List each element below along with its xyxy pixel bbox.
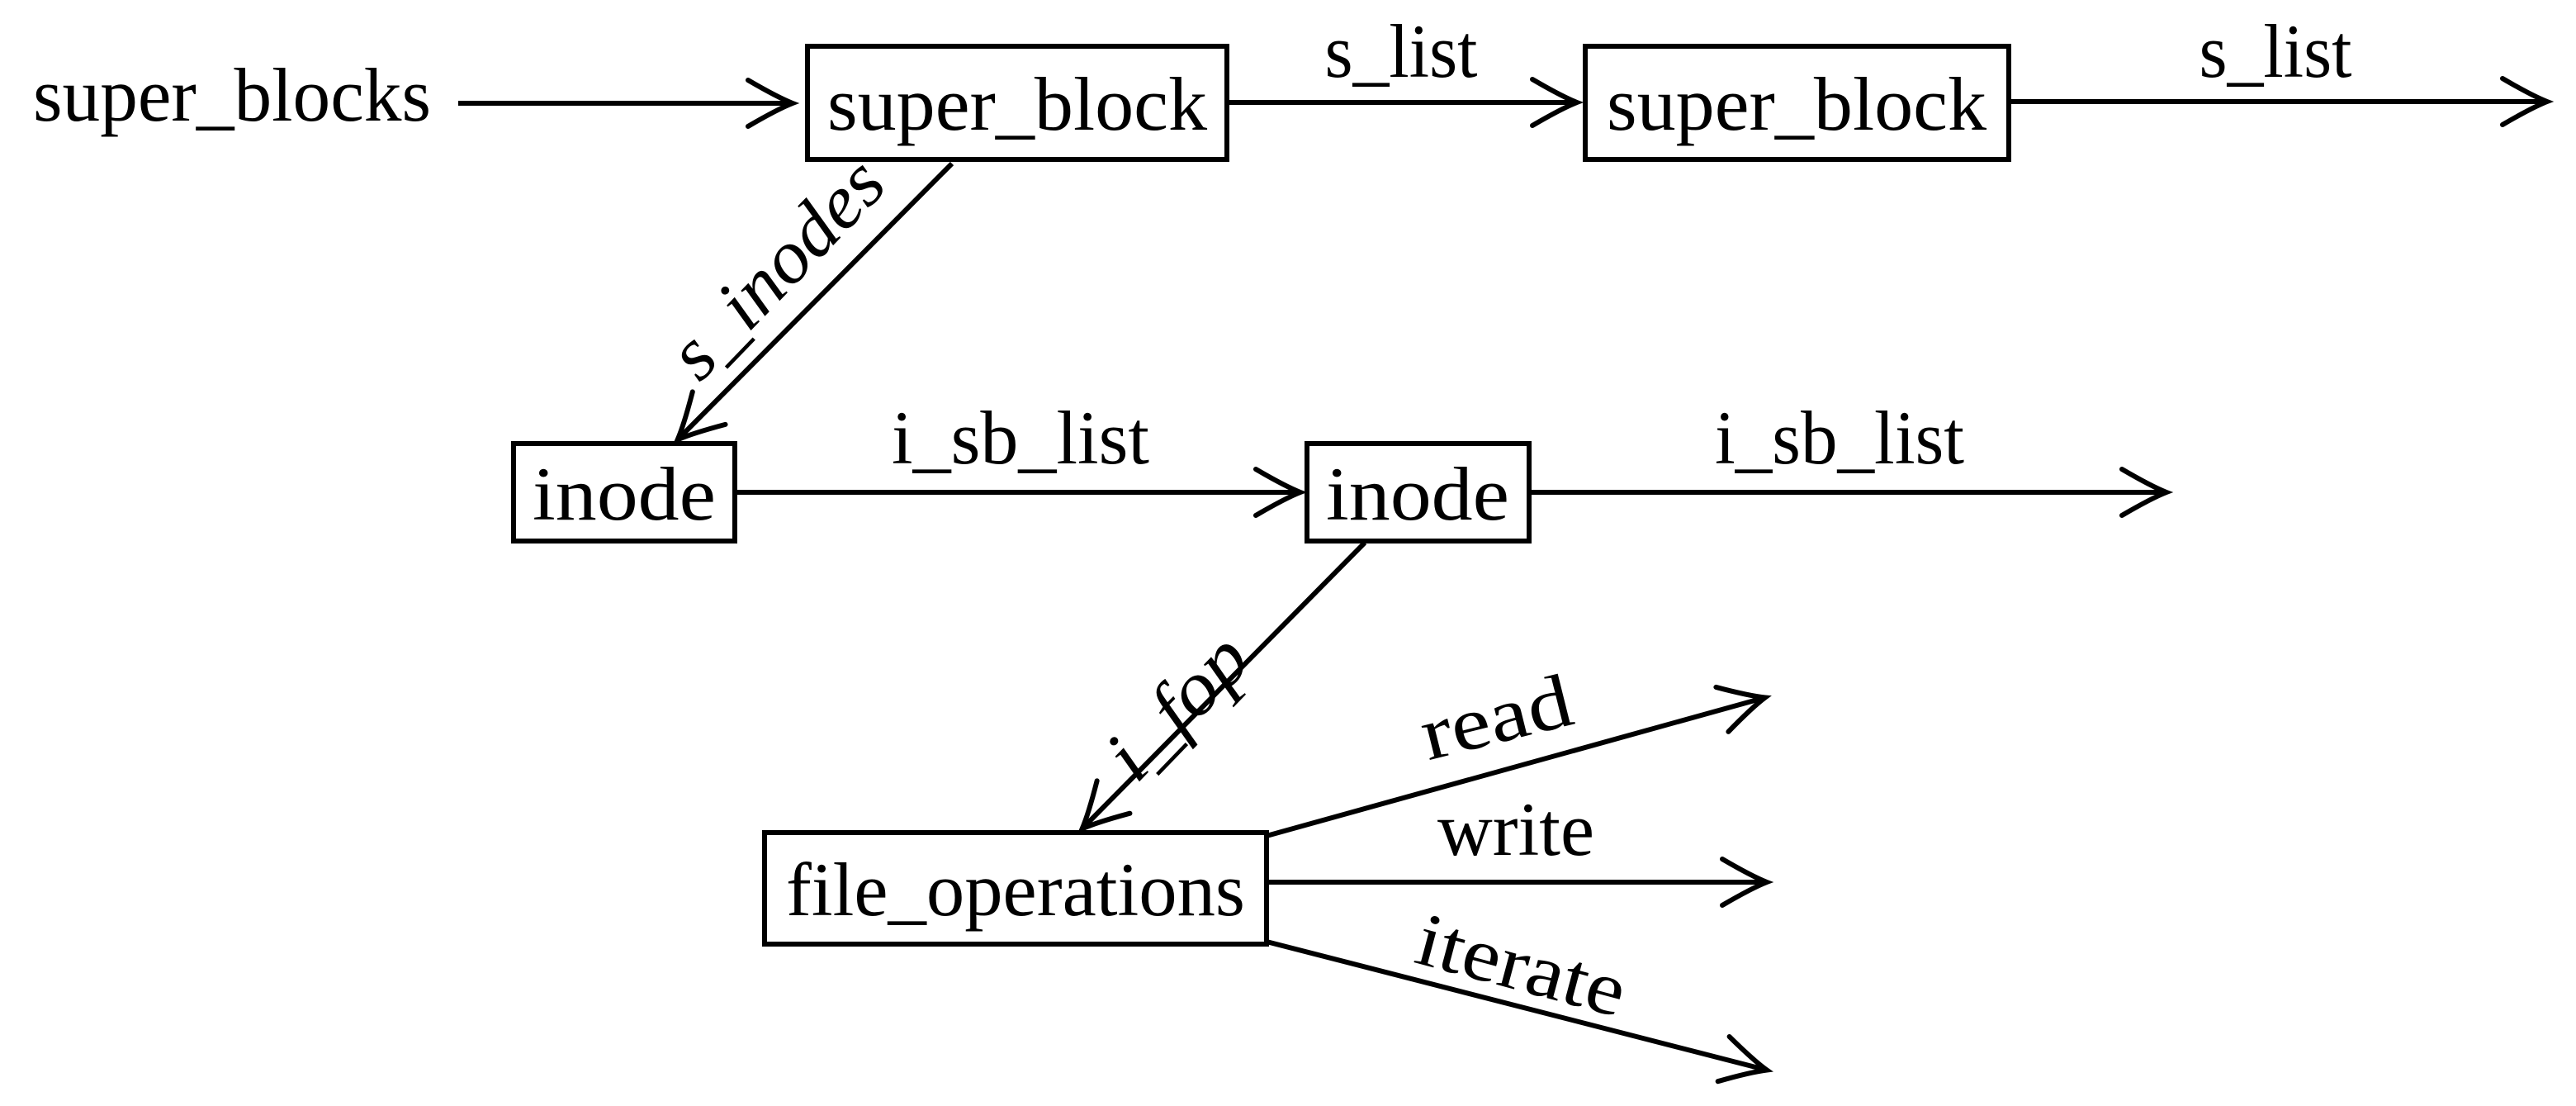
write-label: write [1437,787,1594,871]
read-label: read [1412,657,1580,776]
super-block-2-label: super_block [1607,62,1986,146]
read-arrow [1266,684,1772,838]
iterate-label: iterate [1408,896,1636,1032]
s-inodes-label: s_inodes [651,140,902,395]
s-list-1-label: s_list [1325,9,1478,93]
inode-2-node [1305,441,1532,544]
i-sb-list-1-label: i_sb_list [892,396,1149,480]
iterate-arrow [1266,939,1773,1085]
inode-1-node [511,441,737,544]
inode-2-label: inode [1326,452,1509,536]
s-inodes-arrow [672,161,954,445]
i-sb-list-2-label: i_sb_list [1715,396,1964,480]
s-list-2-label: s_list [2200,9,2352,93]
inode-1-label: inode [533,452,716,536]
file-operations-node [762,830,1269,947]
super-blocks-label: super_blocks [33,53,431,137]
file-operations-label: file_operations [786,847,1245,932]
super-block-2-node [1583,44,2011,162]
super-block-1-label: super_block [827,62,1207,146]
i-fop-label: i_fop [1087,616,1266,796]
i-fop-arrow [1077,540,1367,834]
super-block-1-node [805,44,1229,162]
